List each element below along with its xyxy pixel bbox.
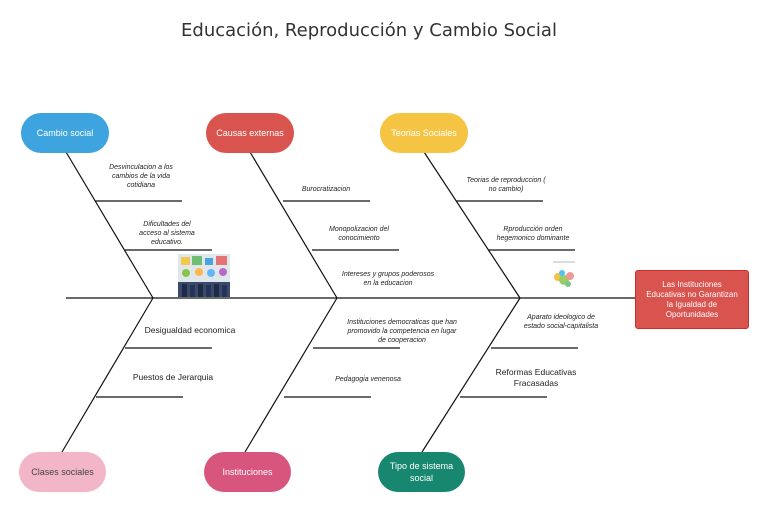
cause-puestos: Puestos de Jerarquia xyxy=(122,372,224,383)
category-clases-sociales[interactable]: Clases sociales xyxy=(19,452,106,492)
diagram-thumbnail xyxy=(547,258,581,292)
education-photo xyxy=(178,254,230,297)
cause-instituciones-democraticas: Instituciones democraticas que han promo… xyxy=(344,318,460,345)
category-instituciones[interactable]: Instituciones xyxy=(204,452,291,492)
cause-dificultades: Dificultades del acceso al sistema educa… xyxy=(134,220,200,247)
category-tipo-sistema[interactable]: Tipo de sistema social xyxy=(378,452,465,492)
cause-pedagogia: Pedagogia venenosa xyxy=(318,375,418,384)
effect-box[interactable]: Las Instituciones Educativas no Garantiz… xyxy=(635,270,749,329)
cause-burocratizacion: Burocratizacion xyxy=(286,185,366,194)
cause-desigualdad: Desigualdad economica xyxy=(135,325,245,336)
cause-teorias-reproduccion: Teorias de reproduccion ( no cambio) xyxy=(466,176,546,194)
cause-aparato: Aparato ideologico de estado social-capi… xyxy=(522,313,600,331)
cause-desvinculacion: Desvinculacion a los cambios de la vida … xyxy=(108,163,174,190)
category-teorias-sociales[interactable]: Teorias Sociales xyxy=(380,113,468,153)
cause-reformas: Reformas Educativas Fracasadas xyxy=(486,367,586,389)
cause-monopolizacion: Monopolizacion del conocimiento xyxy=(320,225,398,243)
category-causas-externas[interactable]: Causas externas xyxy=(206,113,294,153)
cause-intereses: Intereses y grupos poderosos en la educa… xyxy=(338,270,438,288)
cause-rproduccion: Rproducción orden hegemonico dominante xyxy=(494,225,572,243)
category-cambio-social[interactable]: Cambio social xyxy=(21,113,109,153)
